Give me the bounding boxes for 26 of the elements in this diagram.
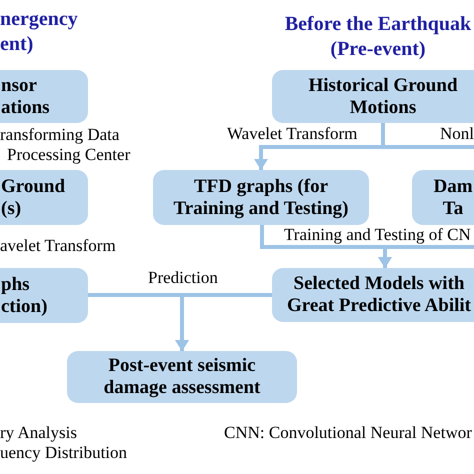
arrow xyxy=(175,293,272,351)
edge-label: Training and Testing of CN xyxy=(283,225,472,245)
process-box xyxy=(272,268,474,322)
process-box xyxy=(153,170,369,225)
process-box xyxy=(67,351,297,403)
step-text: Historical Ground Motions xyxy=(307,74,459,118)
step-text: Dam Ta xyxy=(432,176,474,220)
step-text: Selected Models with Great Predictive Abilit xyxy=(286,273,472,317)
step-text: nsor ations xyxy=(1,74,51,118)
process-box xyxy=(0,70,88,123)
process-box xyxy=(272,70,474,123)
column-heading: Before the Earthquak (Pre-event) xyxy=(284,12,472,62)
annotation-text: avelet Transform xyxy=(0,236,117,256)
step-text: Post-event seismic damage assessment xyxy=(102,355,262,399)
annotation-text: ransforming Data Processing Center xyxy=(0,125,132,165)
footnote-text: ry Analysis xyxy=(0,423,78,443)
column-heading: nergency ent) xyxy=(0,7,79,57)
step-text: phs ction) xyxy=(1,274,48,318)
process-box xyxy=(0,268,88,323)
footnote-text: uency Distribution xyxy=(0,443,128,463)
step-text: Ground (s) xyxy=(1,176,66,220)
step-text: TFD graphs (for Training and Testing) xyxy=(172,176,350,220)
arrow xyxy=(378,245,474,268)
process-box xyxy=(0,170,88,225)
footnote-text: CNN: Convolutional Neural Networ xyxy=(224,423,473,443)
process-box xyxy=(412,170,474,225)
